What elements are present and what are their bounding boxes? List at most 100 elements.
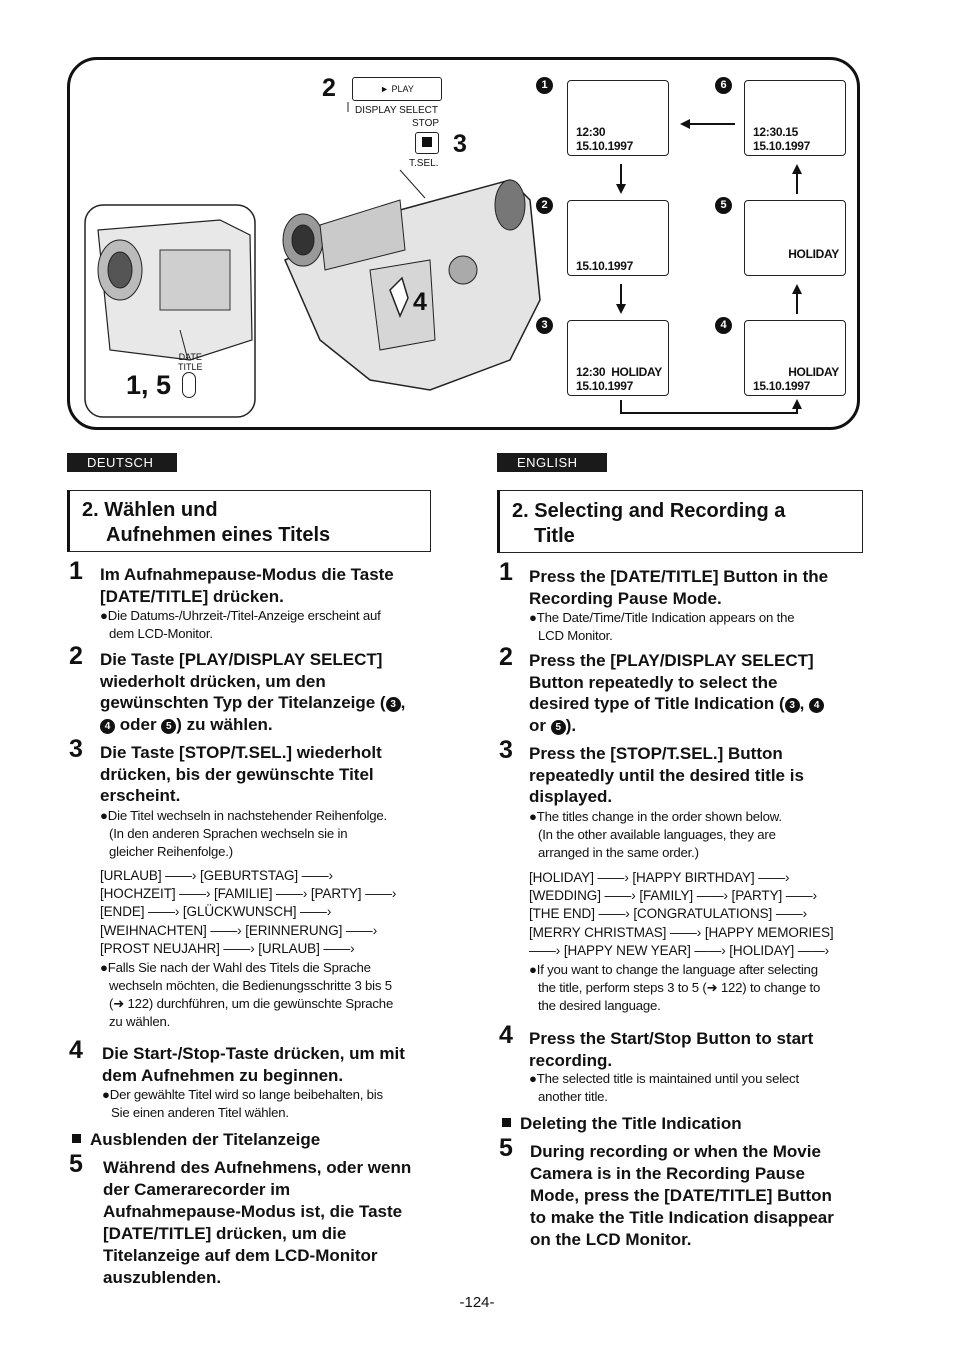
step-3-note: ●Die Titel wechseln in nachstehender Rei… — [100, 807, 387, 861]
heading-line: Im Aufnahmepause-Modus die Taste — [100, 565, 394, 584]
heading-text: ). — [565, 715, 577, 735]
stop-icon — [422, 137, 432, 147]
note-line: Sie einen anderen Titel wählen. — [111, 1105, 289, 1120]
note-line: wechseln möchten, die Bedienungsschritte… — [109, 978, 392, 993]
heading-line: [DATE/TITLE] drücken, um die — [103, 1224, 347, 1243]
screen-4-date: 15.10.1997 — [753, 379, 811, 393]
sequence-line: [ENDE] ——› [GLÜCKWUNSCH] ——› — [100, 904, 332, 920]
delete-title-heading: Deleting the Title Indication — [502, 1113, 742, 1135]
heading-line: During recording or when the Movie — [530, 1142, 821, 1161]
screen-5-number: 5 — [715, 197, 732, 214]
step-number: 1 — [69, 557, 83, 585]
hide-title-text: Ausblenden der Titelanzeige — [90, 1130, 321, 1149]
heading-text: desired type of Title Indication ( — [529, 694, 785, 713]
step-4-heading: Press the Start/Stop Button to start rec… — [529, 1028, 813, 1071]
circled-number: 5 — [161, 718, 177, 734]
heading-line: Camera is in the Recording Pause — [530, 1164, 805, 1183]
heading-line: Press the [STOP/T.SEL.] Button — [529, 744, 783, 763]
screen-3-number: 3 — [536, 317, 553, 334]
camera-illustration-panel: 2 ► PLAY DISPLAY SELECT STOP 3 T.SEL. 4 … — [67, 57, 860, 430]
heading-line: Mode, press the [DATE/TITLE] Button — [530, 1186, 832, 1205]
heading-line: Press the [PLAY/DISPLAY SELECT] — [529, 651, 814, 670]
step-2-label: 2 — [322, 74, 336, 102]
heading-line: displayed. — [529, 787, 613, 806]
screen-5-title: HOLIDAY — [788, 247, 839, 261]
section-title-line-1: 2. Selecting and Recording a — [512, 500, 786, 522]
heading-line: Press the Start/Stop Button to start — [529, 1029, 814, 1048]
heading-line: to make the Title Indication disappear — [530, 1208, 834, 1227]
step-3-note: ●The titles change in the order shown be… — [529, 808, 782, 862]
note-line: ●Die Titel wechseln in nachstehender Rei… — [100, 808, 388, 823]
step-3-heading: Die Taste [STOP/T.SEL.] wiederholt drück… — [100, 742, 382, 807]
screen-3-title: HOLIDAY — [611, 365, 662, 379]
lcd-screen-2: 15.10.1997 — [567, 200, 669, 276]
step-1-5-label: 1, 5 — [126, 370, 172, 400]
step-2-heading: Die Taste [PLAY/DISPLAY SELECT] wiederho… — [100, 649, 405, 735]
heading-line: Aufnahmepause-Modus ist, die Taste — [103, 1202, 403, 1221]
sequence-line: [HOLIDAY] ——› [HAPPY BIRTHDAY] ——› — [529, 870, 790, 885]
circled-number: 4 — [100, 718, 115, 734]
heading-line: der Camerarecorder im — [103, 1180, 291, 1199]
step-1-note: ●The Date/Time/Title Indication appears … — [529, 609, 795, 645]
step-3-language-note: ●If you want to change the language afte… — [529, 961, 820, 1015]
heading-line: [DATE/TITLE] drücken. — [100, 586, 284, 606]
lcd-screen-6: 12:30.15 15.10.1997 — [744, 80, 846, 156]
section-title-line-1: 2. Wählen und — [82, 499, 218, 521]
step-number: 2 — [499, 643, 513, 671]
note-line: another title. — [538, 1089, 608, 1104]
circled-number: 3 — [784, 698, 800, 713]
sequence-line: [HOCHZEIT] ——› [FAMILIE] ——› [PARTY] ——› — [100, 886, 397, 902]
note-line: ●The Date/Time/Title Indication appears … — [529, 610, 795, 625]
step-1-heading: Im Aufnahmepause-Modus die Taste [DATE/T… — [100, 564, 394, 607]
date-title-button-icon — [182, 372, 196, 398]
heading-text: , — [799, 694, 810, 713]
heading-line: recording. — [529, 1050, 613, 1070]
step-1-heading: Press the [DATE/TITLE] Button in the Rec… — [529, 566, 828, 609]
step-number: 5 — [499, 1134, 513, 1162]
stop-button[interactable] — [415, 132, 439, 154]
step-3-label: 3 — [453, 130, 467, 158]
section-title-german: 2. Wählen und Aufnehmen eines Titels — [67, 490, 431, 552]
hide-title-heading: Ausblenden der Titelanzeige — [72, 1129, 320, 1151]
heading-line: wiederholt drücken, um den — [100, 671, 326, 691]
heading-text: or — [529, 715, 551, 735]
camera-drawing — [84, 102, 802, 418]
note-line: (In the other available languages, they … — [538, 827, 776, 842]
heading-line: on the LCD Monitor. — [530, 1230, 692, 1249]
heading-line: Die Start-/Stop-Taste drücken, um mit — [102, 1044, 405, 1063]
note-line: gleicher Reihenfolge.) — [109, 844, 233, 859]
screen-3-date: 15.10.1997 — [576, 379, 634, 393]
heading-text: ) zu wählen. — [176, 714, 273, 734]
step-2-heading: Press the [PLAY/DISPLAY SELECT] Button r… — [529, 650, 825, 736]
date-label: DATE — [178, 352, 202, 362]
step-4-label: 4 — [413, 288, 427, 316]
step-1-note: ●Die Datums-/Uhrzeit-/Titel-Anzeige ersc… — [100, 607, 381, 643]
screen-3-time: 12:30 — [576, 365, 606, 379]
note-line: the title, perform steps 3 to 5 (➜ 122) … — [538, 980, 821, 995]
bullet-square-icon — [72, 1134, 81, 1143]
bullet-square-icon — [502, 1118, 511, 1127]
sequence-line: [THE END] ——› [CONGRATULATIONS] ——› — [529, 906, 808, 922]
step-number: 4 — [69, 1036, 83, 1064]
step-4-note: ●The selected title is maintained until … — [529, 1070, 799, 1106]
screen-1-number: 1 — [536, 77, 553, 94]
screen-6-number: 6 — [715, 77, 732, 94]
heading-line: Titelanzeige auf dem LCD-Monitor — [103, 1246, 378, 1265]
sequence-line: [MERRY CHRISTMAS] ——› [HAPPY MEMORIES] — [529, 924, 834, 940]
screen-4-title: HOLIDAY — [788, 365, 839, 379]
sequence-line: [URLAUB] ——› [GEBURTSTAG] ——› — [100, 868, 333, 883]
title-label: TITLE — [178, 362, 203, 372]
step-5-heading: Während des Aufnehmens, oder wenn der Ca… — [103, 1157, 411, 1289]
screen-4-number: 4 — [715, 317, 732, 334]
heading-line: auszublenden. — [103, 1268, 222, 1287]
sequence-line: ——› [HAPPY NEW YEAR] ——› [HOLIDAY] ——› — [529, 942, 829, 958]
title-sequence-german: [URLAUB] ——› [GEBURTSTAG] ——› [HOCHZEIT]… — [100, 867, 396, 958]
play-button[interactable]: ► PLAY — [352, 77, 442, 101]
page-number: -124- — [459, 1294, 495, 1311]
stop-label: STOP — [412, 118, 440, 129]
step-number: 5 — [69, 1150, 83, 1178]
screen-6-time: 12:30.15 — [753, 125, 798, 139]
section-title-english: 2. Selecting and Recording a Title — [497, 490, 863, 553]
circled-number: 4 — [809, 698, 825, 713]
screen-2-date: 15.10.1997 — [576, 259, 634, 273]
